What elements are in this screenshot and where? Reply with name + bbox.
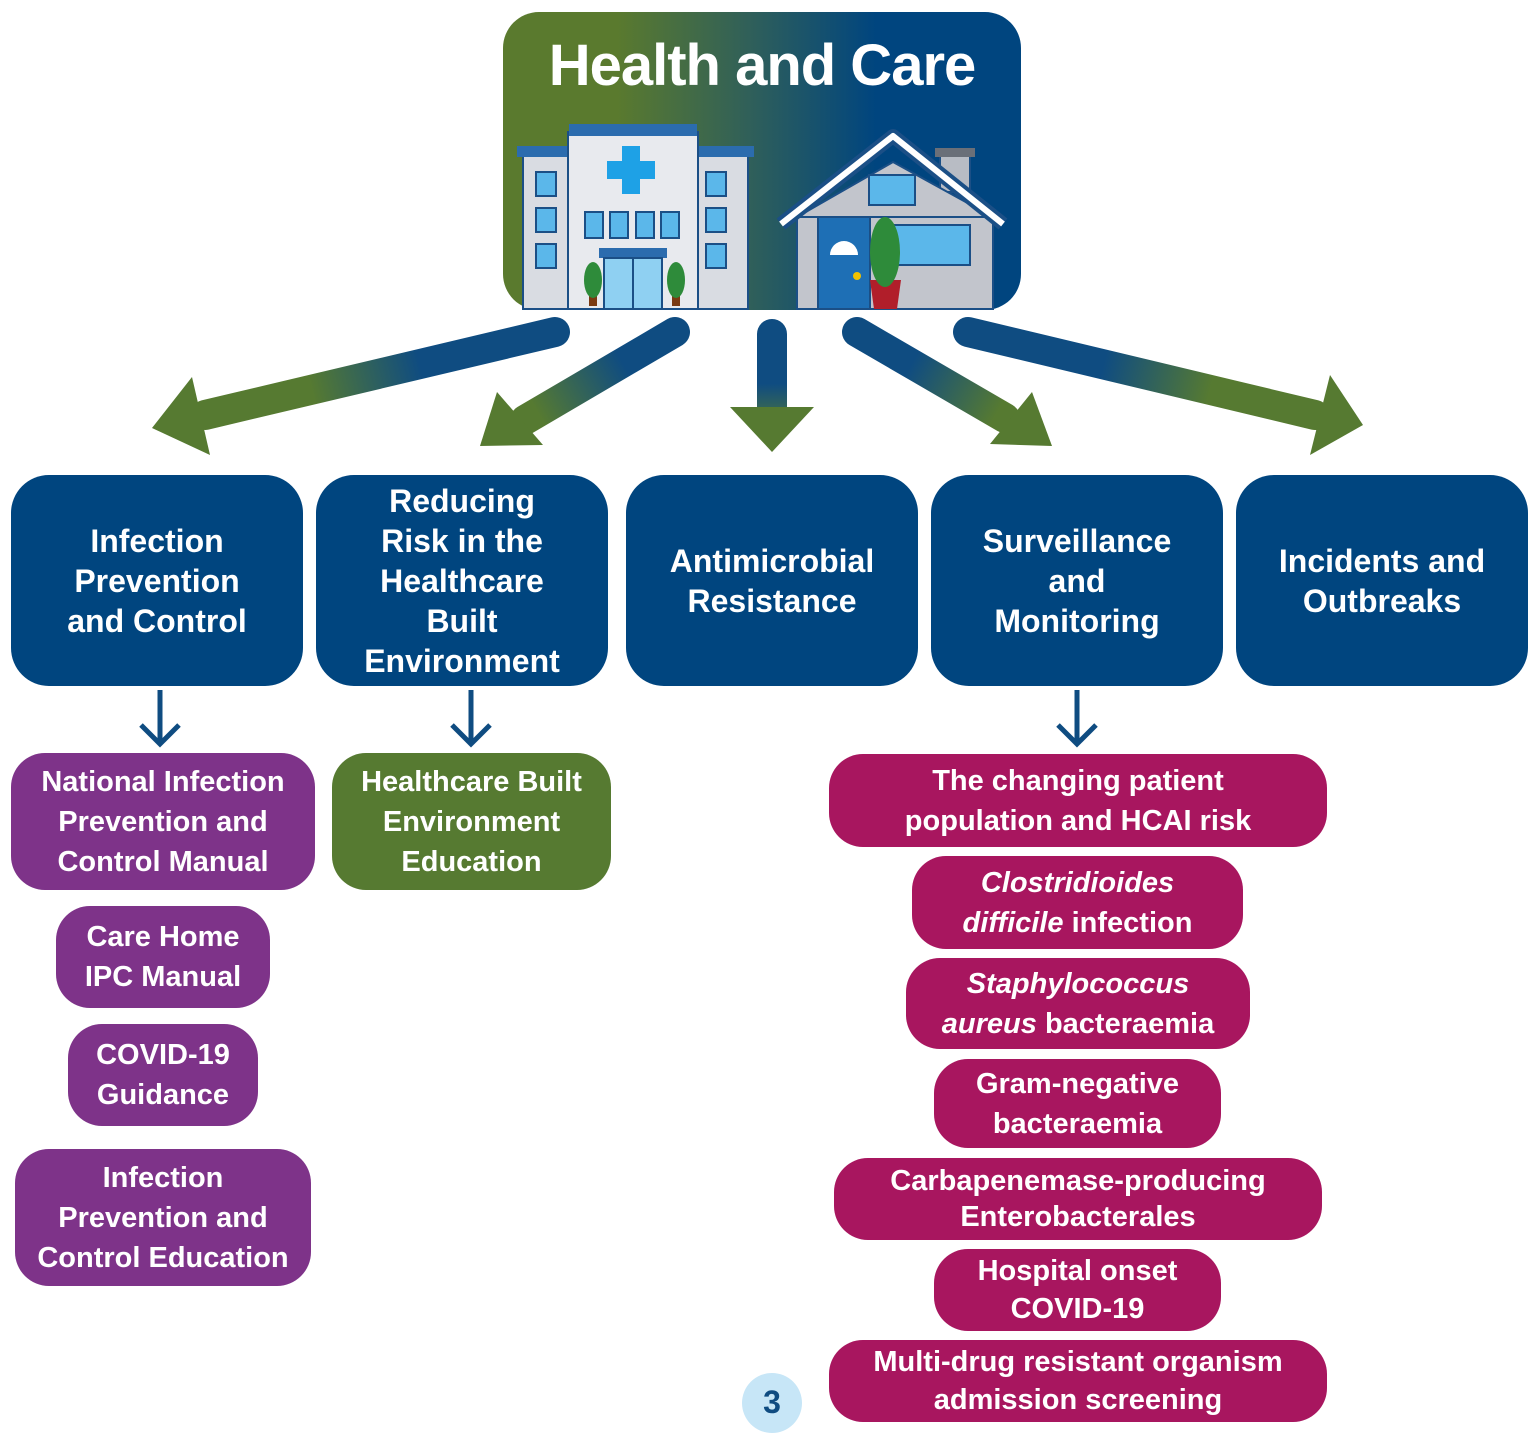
category-amr-line: Antimicrobial xyxy=(669,542,875,579)
surveillance-item-line: population and HCAI risk xyxy=(904,804,1252,837)
surveillance-item-line: bacteraemia xyxy=(992,1107,1163,1140)
down-arrow-ipc xyxy=(139,690,181,748)
surveillance-item-line: COVID-19 xyxy=(1010,1293,1145,1325)
ipc-item-covid-guidance[interactable]: COVID-19 Guidance xyxy=(68,1024,258,1126)
arrow-to-surveillance xyxy=(842,317,1052,446)
surveillance-item-text: bacteraemia xyxy=(1036,1007,1215,1040)
ipc-item-education[interactable]: Infection Prevention and Control Educati… xyxy=(15,1149,311,1286)
surveillance-item-cpe[interactable]: Carbapenemase-producing Enterobacterales xyxy=(834,1158,1322,1240)
built-environment-item-education[interactable]: Healthcare Built Environment Education xyxy=(332,753,611,890)
surveillance-item-line: Staphylococcus xyxy=(966,967,1190,1000)
category-surveillance-line: Surveillance xyxy=(982,522,1172,559)
arrow-to-amr xyxy=(730,319,814,452)
ipc-item-line: Care Home xyxy=(86,921,240,953)
category-incidents[interactable]: Incidents and Outbreaks xyxy=(1236,475,1528,686)
down-arrow-built-environment xyxy=(450,690,492,748)
surveillance-item-line: Carbapenemase-producing xyxy=(890,1165,1266,1197)
surveillance-item-line: Gram-negative xyxy=(975,1067,1180,1100)
ipc-item-line: COVID-19 xyxy=(96,1039,230,1071)
arrow-to-ipc xyxy=(152,317,570,455)
page-number-badge: 3 xyxy=(742,1373,802,1433)
category-surveillance[interactable]: Surveillance and Monitoring xyxy=(931,475,1223,686)
ipc-item-line: IPC Manual xyxy=(84,961,242,993)
hospital-building-icon xyxy=(517,124,754,310)
category-ipc[interactable]: Infection Prevention and Control xyxy=(11,475,303,686)
surveillance-item-s-aureus[interactable]: Staphylococcus aureus bacteraemia xyxy=(906,958,1250,1049)
surveillance-item-line: Hospital onset xyxy=(977,1255,1178,1287)
ipc-item-line: Prevention and xyxy=(58,1201,268,1234)
built-environment-item-line: Education xyxy=(401,845,542,878)
surveillance-item-gram-negative[interactable]: Gram-negative bacteraemia xyxy=(934,1059,1221,1148)
built-environment-item-line: Healthcare Built xyxy=(361,765,582,798)
category-built-environment-line: Built xyxy=(426,602,498,639)
surveillance-item-line: Multi-drug resistant organism xyxy=(873,1346,1283,1378)
category-ipc-line: Prevention xyxy=(74,562,240,599)
house-icon xyxy=(776,129,1008,310)
category-ipc-line: Infection xyxy=(90,522,224,559)
surveillance-item-line: Clostridioides xyxy=(980,866,1175,899)
category-built-environment-line: Environment xyxy=(364,642,560,679)
header-panel: Health and Care xyxy=(503,12,1021,310)
arrow-to-incidents xyxy=(953,317,1363,455)
category-incidents-line: Incidents and xyxy=(1278,542,1486,579)
surveillance-item-changing-population[interactable]: The changing patient population and HCAI… xyxy=(829,754,1327,847)
ipc-item-line: Guidance xyxy=(96,1079,230,1111)
category-amr[interactable]: Antimicrobial Resistance xyxy=(626,475,918,686)
ipc-item-national-manual[interactable]: National Infection Prevention and Contro… xyxy=(11,753,315,890)
surveillance-item-line: The changing patient xyxy=(932,764,1224,797)
down-arrow-surveillance xyxy=(1056,690,1098,748)
ipc-item-line: National Infection xyxy=(41,765,285,798)
surveillance-item-mdro-screening[interactable]: Multi-drug resistant organism admission … xyxy=(829,1340,1327,1422)
category-built-environment-line: Risk in the xyxy=(381,522,543,559)
category-built-environment-line: Healthcare xyxy=(380,562,544,599)
category-built-environment[interactable]: Reducing Risk in the Healthcare Built En… xyxy=(316,475,608,686)
surveillance-item-line: Enterobacterales xyxy=(960,1201,1196,1233)
built-environment-item-line: Environment xyxy=(382,805,561,838)
ipc-item-line: Control Manual xyxy=(57,845,269,878)
category-surveillance-line: and xyxy=(1048,562,1106,599)
ipc-item-care-home-manual[interactable]: Care Home IPC Manual xyxy=(56,906,270,1008)
ipc-item-line: Prevention and xyxy=(58,805,268,838)
ipc-item-line: Infection xyxy=(102,1161,224,1194)
surveillance-item-italic: difficile xyxy=(962,906,1064,939)
surveillance-item-c-difficile[interactable]: Clostridioides difficile infection xyxy=(912,856,1243,949)
category-surveillance-line: Monitoring xyxy=(994,602,1160,639)
surveillance-item-text: infection xyxy=(1063,906,1193,939)
surveillance-item-hospital-onset-covid[interactable]: Hospital onset COVID-19 xyxy=(934,1249,1221,1331)
header-title: Health and Care xyxy=(548,33,977,98)
category-built-environment-line: Reducing xyxy=(389,482,535,519)
surveillance-item-line: admission screening xyxy=(933,1384,1223,1416)
category-ipc-line: and Control xyxy=(67,602,247,639)
category-incidents-line: Outbreaks xyxy=(1302,582,1462,619)
category-amr-line: Resistance xyxy=(687,582,857,619)
arrow-to-built-environment xyxy=(480,317,690,446)
surveillance-item-italic: aureus xyxy=(941,1007,1037,1040)
ipc-item-line: Control Education xyxy=(37,1241,289,1274)
